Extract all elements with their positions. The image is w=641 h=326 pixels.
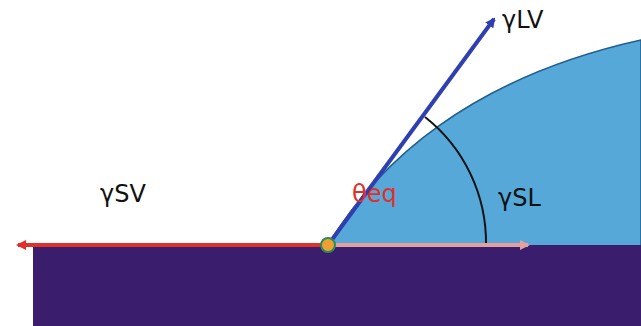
- droplet: [328, 40, 641, 246]
- liquid-vapor-vector: [328, 19, 494, 245]
- solid-vapor-tension: γSV: [100, 182, 146, 206]
- solid-liquid-vector: [328, 243, 528, 247]
- substrate: [33, 245, 641, 326]
- contact-point: [321, 238, 335, 252]
- solid-vapor-vector: [18, 243, 328, 247]
- solid-liquid-tension: γSL: [498, 186, 541, 210]
- liquid-vapor-tension: γLV: [502, 8, 543, 32]
- angle-arc: [425, 117, 486, 245]
- contact-angle: θeq: [352, 182, 397, 206]
